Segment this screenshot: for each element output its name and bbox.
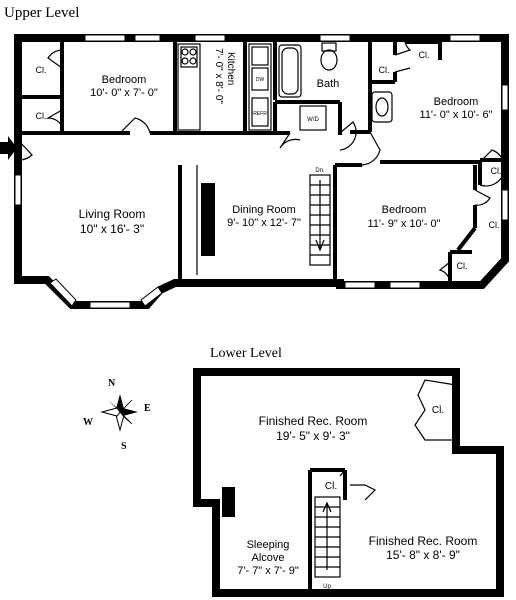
bedroom-2-name: Bedroom xyxy=(434,96,479,108)
upper-level-title: Upper Level xyxy=(4,5,79,21)
lower-level-plan: Up Finished Rec. Room 19'- 5" x 9'- 3" S… xyxy=(193,368,504,597)
lower-closet-outline xyxy=(414,379,457,441)
closet-label: Cl. xyxy=(36,111,47,121)
rec-room-1-dims: 19'- 5" x 9'- 3" xyxy=(276,429,350,443)
lower-closet-door xyxy=(350,484,377,501)
dining-room-dims: 9'- 10" x 12'- 7" xyxy=(227,217,301,229)
bedroom-3-dims: 11'- 9" x 10'- 0" xyxy=(368,218,441,230)
compass-north-label: N xyxy=(108,378,116,389)
stair-up-label: Up xyxy=(323,584,331,590)
rec-room-2-dims: 15'- 8" x 8'- 9" xyxy=(386,548,460,562)
compass-west-label: W xyxy=(83,417,93,428)
fireplace xyxy=(201,183,215,256)
upper-interior-walls xyxy=(18,40,505,283)
living-room-name: Living Room xyxy=(79,207,146,221)
upper-level-plan: DW REFR W/D Dn. xyxy=(0,34,509,309)
upper-doors xyxy=(17,41,506,284)
sleeping-alcove-name-line2: Alcove xyxy=(251,552,284,564)
sleeping-alcove-name: Sleeping xyxy=(247,539,290,551)
kitchen-name: Kitchen xyxy=(225,52,236,85)
washer-dryer-label: W/D xyxy=(307,117,319,123)
upper-outer-wall xyxy=(14,34,509,309)
closet-label: Cl. xyxy=(325,481,337,492)
bedroom-1-dims: 10'- 0" x 7'- 0" xyxy=(90,87,158,99)
bedroom-1-name: Bedroom xyxy=(102,74,147,86)
bedroom-3-name: Bedroom xyxy=(382,204,427,216)
closet-label: Cl. xyxy=(379,65,390,75)
lower-level-title: Lower Level xyxy=(210,346,282,361)
closet-label: Cl. xyxy=(36,65,47,75)
lower-outer-wall xyxy=(193,368,504,597)
rec-room-2-name: Finished Rec. Room xyxy=(369,534,478,548)
upper-windows xyxy=(14,34,509,309)
rec-room-1-name: Finished Rec. Room xyxy=(259,414,368,428)
stair-down-label: Dn. xyxy=(315,168,325,174)
kitchen-dims: 7'- 0" x 8'- 0" xyxy=(213,48,224,104)
closet-label: Cl. xyxy=(419,50,430,60)
closet-label: Cl. xyxy=(432,405,444,416)
compass-rose-icon: N S E W xyxy=(83,378,151,452)
lower-fireplace xyxy=(222,487,235,517)
living-room-dims: 10" x 16'- 3" xyxy=(80,222,144,236)
lower-stair: Up xyxy=(314,496,341,590)
entry-arrow-icon xyxy=(0,136,17,160)
compass-east-label: E xyxy=(144,403,151,414)
closet-label: Cl. xyxy=(489,220,500,230)
bath-name: Bath xyxy=(317,78,340,90)
bath-fixtures: W/D xyxy=(278,42,393,131)
refrigerator-label: REFR xyxy=(253,111,267,117)
lower-closet-door xyxy=(339,469,346,477)
kitchen-fixtures: DW REFR xyxy=(177,43,272,131)
dining-room-name: Dining Room xyxy=(232,204,296,216)
upper-stair: Dn. xyxy=(309,168,331,266)
bedroom-2-dims: 11'- 0" x 10'- 6" xyxy=(420,109,493,121)
closet-label: Cl. xyxy=(457,261,468,271)
dishwasher-label: DW xyxy=(256,77,265,83)
compass-south-label: S xyxy=(121,441,127,452)
sleeping-alcove-dims: 7'- 7" x 7'- 9" xyxy=(237,565,299,577)
closet-label: Cl. xyxy=(491,166,502,176)
